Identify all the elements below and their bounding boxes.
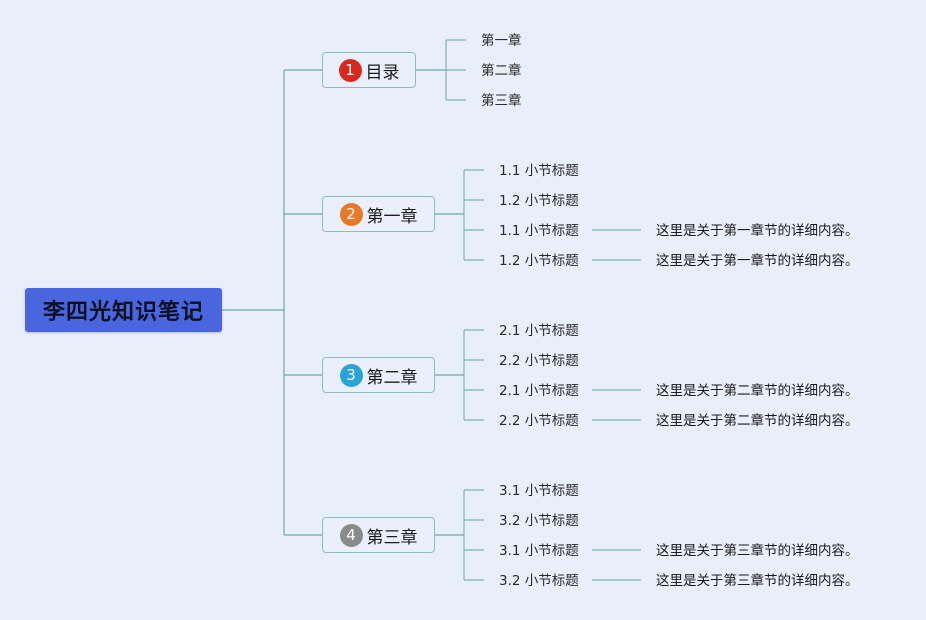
subtopic[interactable]: 1.2 小节标题 bbox=[499, 193, 579, 209]
detail-note[interactable]: 这里是关于第二章节的详细内容。 bbox=[656, 413, 859, 429]
detail-note[interactable]: 这里是关于第一章节的详细内容。 bbox=[656, 223, 859, 239]
branch-topic-chapter-2[interactable]: 3 第二章 bbox=[322, 357, 435, 393]
number-2-icon: 2 bbox=[339, 202, 363, 226]
subtopic[interactable]: 第三章 bbox=[481, 93, 522, 109]
subtopic[interactable]: 2.1 小节标题 bbox=[499, 383, 579, 399]
detail-note[interactable]: 这里是关于第二章节的详细内容。 bbox=[656, 383, 859, 399]
subtopic[interactable]: 3.1 小节标题 bbox=[499, 543, 579, 559]
number-3-icon: 3 bbox=[339, 363, 363, 387]
branch-topic-toc[interactable]: 1 目录 bbox=[322, 52, 416, 88]
subtopic[interactable]: 1.1 小节标题 bbox=[499, 223, 579, 239]
branch-label: 第三章 bbox=[366, 527, 418, 548]
subtopic[interactable]: 第二章 bbox=[481, 63, 522, 79]
subtopic[interactable]: 3.2 小节标题 bbox=[499, 573, 579, 589]
detail-note[interactable]: 这里是关于第一章节的详细内容。 bbox=[656, 253, 859, 269]
branch-label: 目录 bbox=[365, 62, 400, 83]
detail-note[interactable]: 这里是关于第三章节的详细内容。 bbox=[656, 573, 859, 589]
root-topic-label: 李四光知识笔记 bbox=[42, 300, 204, 325]
subtopic[interactable]: 1.2 小节标题 bbox=[499, 253, 579, 269]
subtopic[interactable]: 3.2 小节标题 bbox=[499, 513, 579, 529]
subtopic[interactable]: 2.1 小节标题 bbox=[499, 323, 579, 339]
root-topic[interactable]: 李四光知识笔记 bbox=[25, 288, 222, 332]
subtopic[interactable]: 1.1 小节标题 bbox=[499, 163, 579, 179]
number-1-icon: 1 bbox=[338, 58, 362, 82]
branch-label: 第二章 bbox=[366, 367, 418, 388]
subtopic[interactable]: 2.2 小节标题 bbox=[499, 413, 579, 429]
branch-topic-chapter-1[interactable]: 2 第一章 bbox=[322, 196, 435, 232]
number-4-icon: 4 bbox=[339, 523, 363, 547]
subtopic[interactable]: 第一章 bbox=[481, 33, 522, 49]
branch-label: 第一章 bbox=[366, 206, 418, 227]
subtopic[interactable]: 2.2 小节标题 bbox=[499, 353, 579, 369]
branch-topic-chapter-3[interactable]: 4 第三章 bbox=[322, 517, 435, 553]
subtopic[interactable]: 3.1 小节标题 bbox=[499, 483, 579, 499]
detail-note[interactable]: 这里是关于第三章节的详细内容。 bbox=[656, 543, 859, 559]
